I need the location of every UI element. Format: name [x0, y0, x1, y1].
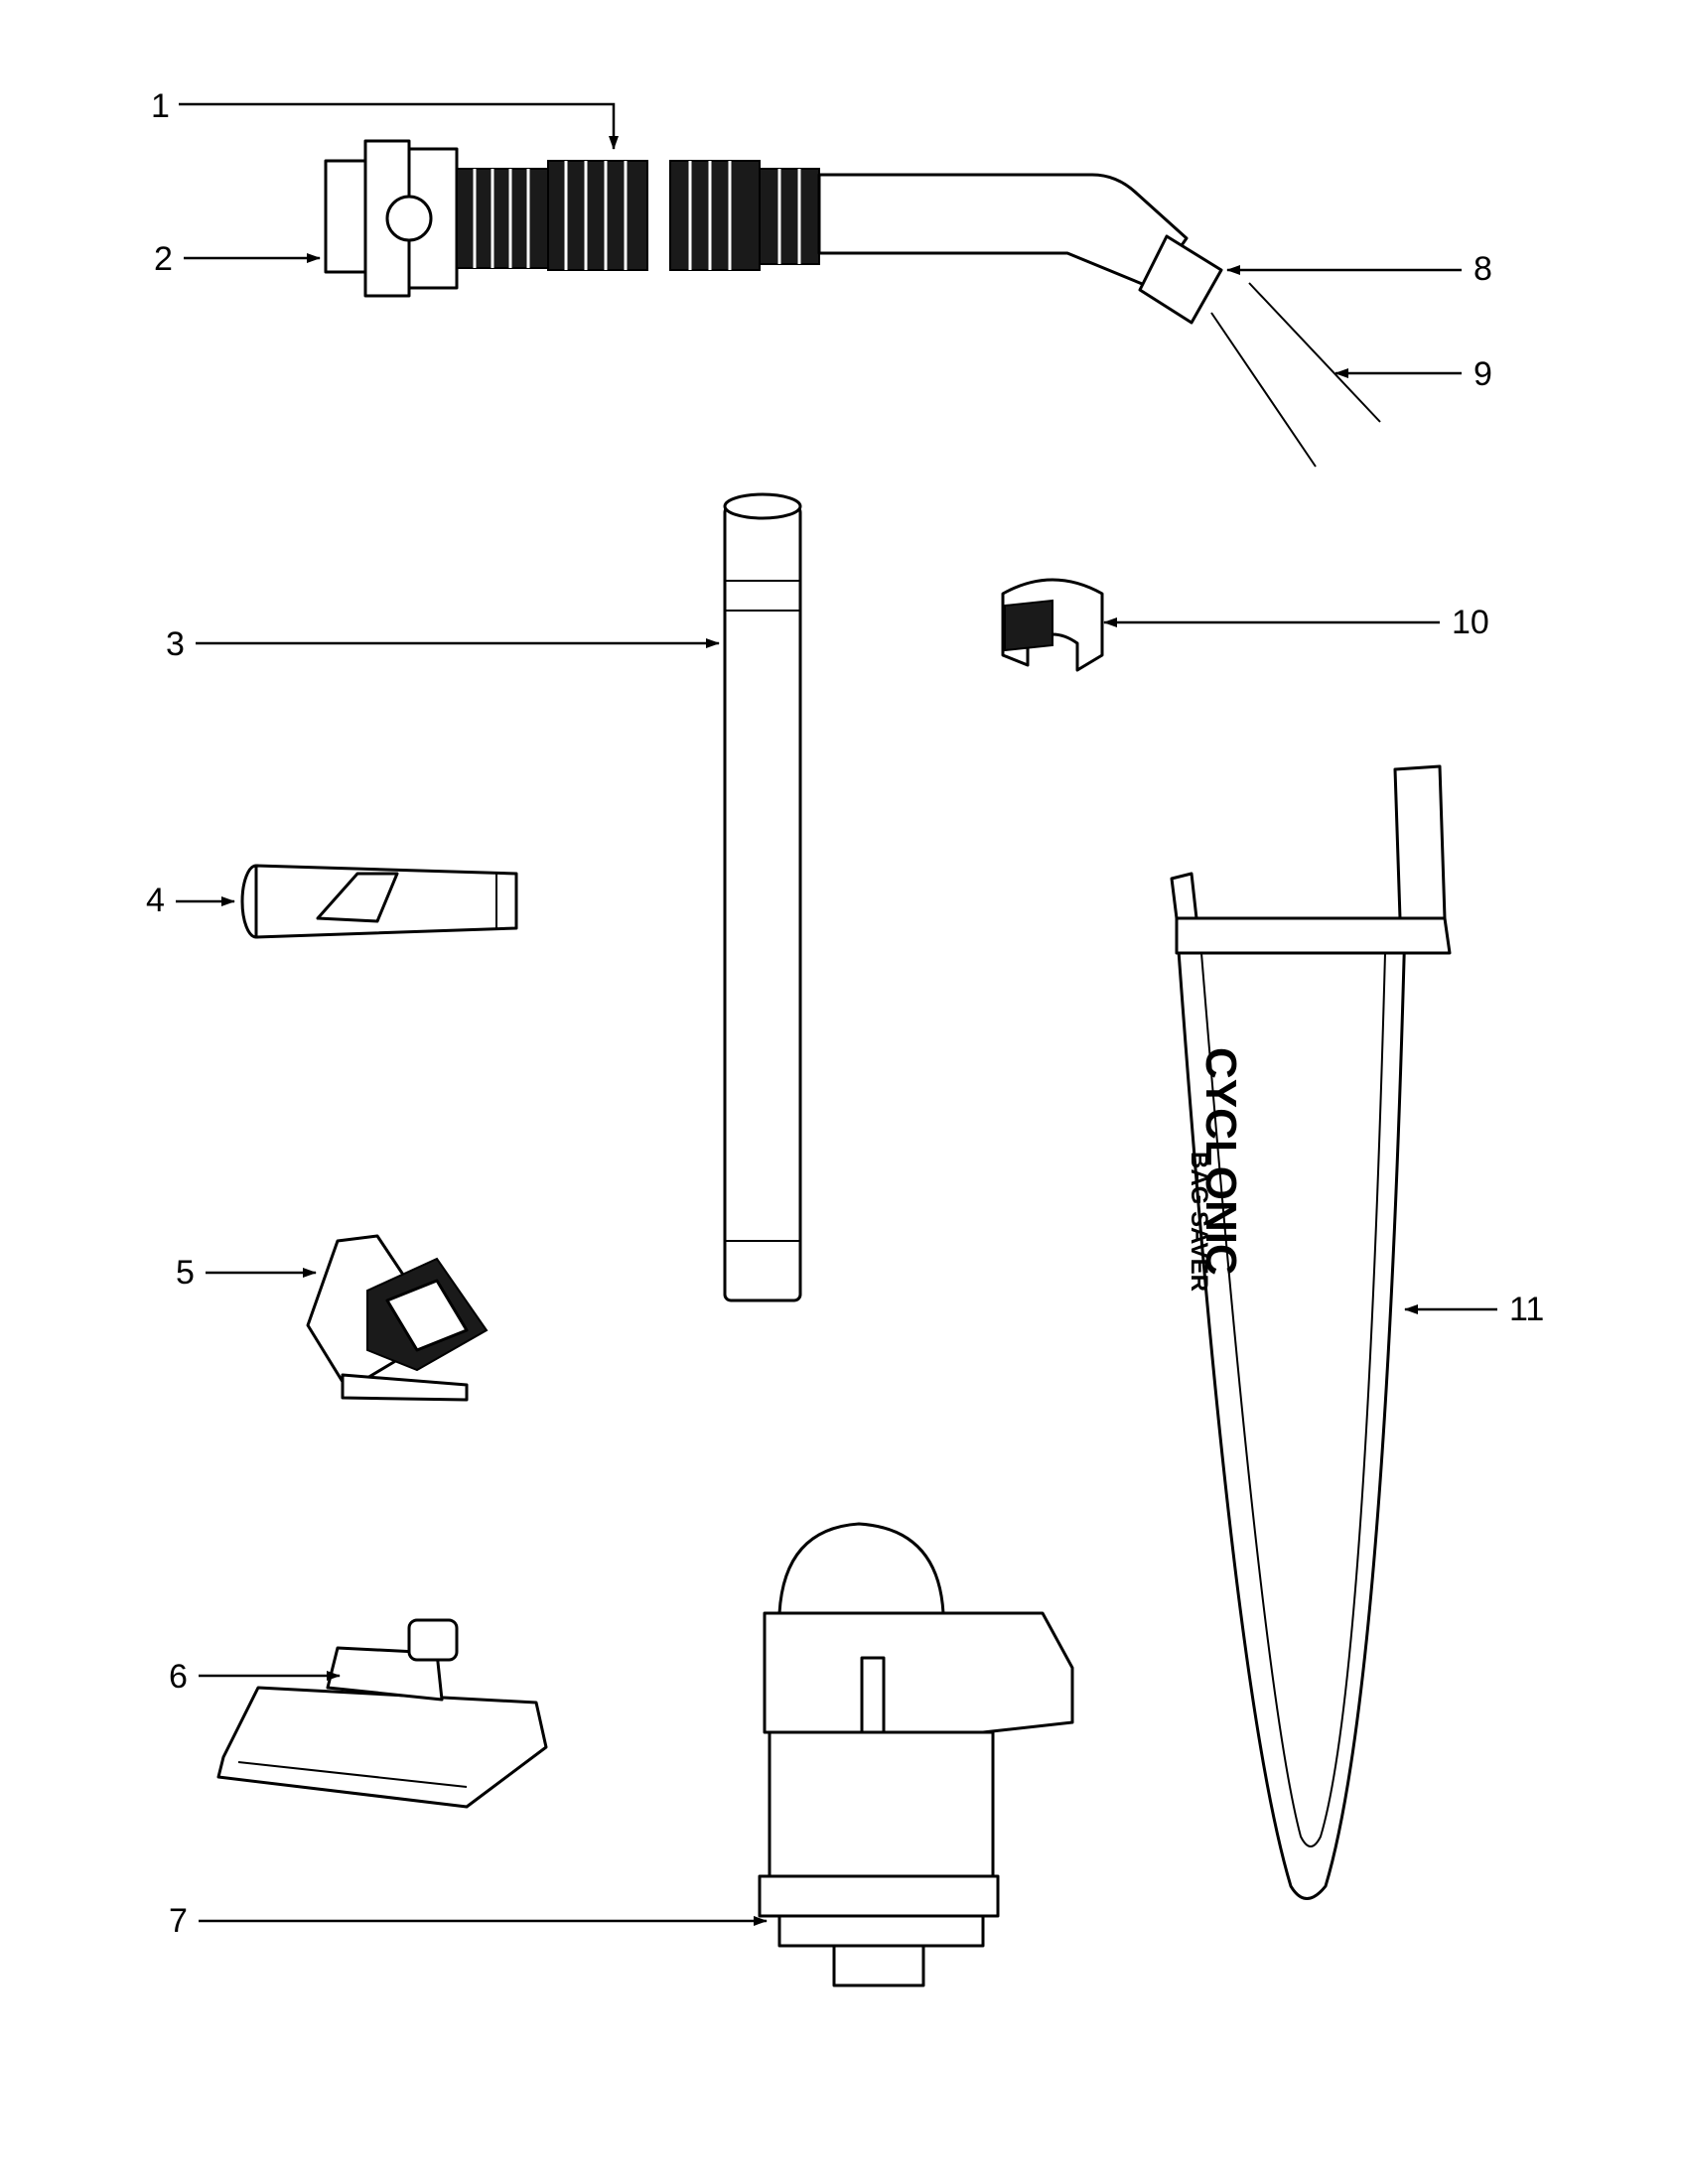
hose-clip [1001, 578, 1104, 672]
hose-cuff [324, 159, 371, 274]
bag-saver-container: CYCLONIC BAG SAVER [1170, 764, 1452, 1900]
floor-tool [216, 1618, 548, 1809]
callout-2: 2 [154, 240, 173, 278]
corrugated-hose [456, 160, 820, 271]
dirt-cup-assembly [758, 1522, 1074, 1987]
hose-handle [817, 173, 1189, 290]
hose-assembly [324, 139, 1381, 468]
callout-3: 3 [166, 625, 185, 663]
container-label-line2: BAG SAVER [1186, 1152, 1212, 1292]
callout-10: 10 [1452, 604, 1489, 641]
callout-1: 1 [151, 87, 170, 125]
dusting-brush [306, 1234, 489, 1402]
extension-wand [723, 492, 802, 1302]
callout-11: 11 [1509, 1291, 1544, 1328]
callout-7: 7 [169, 1902, 188, 1940]
callouts: 1 2 3 4 5 6 7 8 9 10 11 [146, 87, 1544, 1940]
callout-5: 5 [176, 1254, 195, 1292]
callout-8: 8 [1474, 250, 1492, 288]
callout-6: 6 [169, 1658, 188, 1696]
callout-4: 4 [146, 882, 165, 919]
callout-9: 9 [1474, 355, 1492, 393]
crevice-tool [240, 864, 518, 939]
container-label-line1: CYCLONIC [1196, 1047, 1245, 1276]
hose-coupler [1138, 234, 1223, 325]
